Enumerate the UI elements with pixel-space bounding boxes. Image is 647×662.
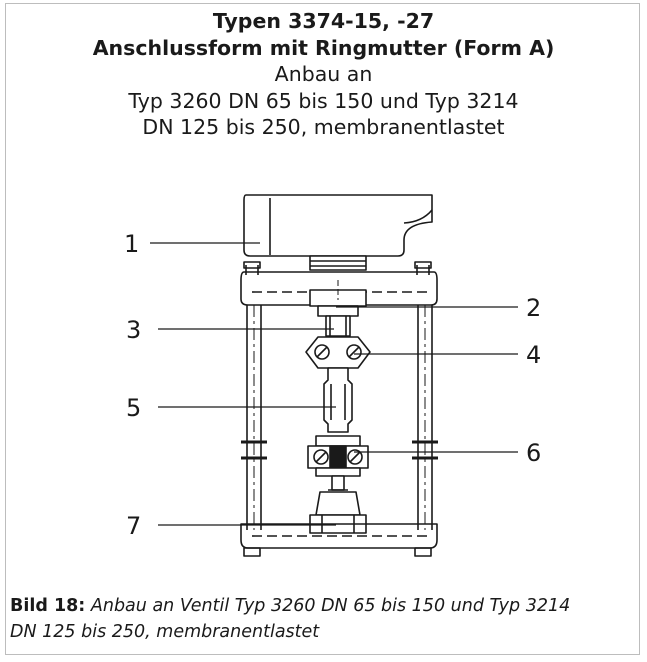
plug-stem [331, 475, 345, 491]
callout-4: 4 [526, 341, 541, 369]
title-connection-form: Anschlussform mit Ringmutter (Form A) [92, 35, 555, 60]
coupling-nut [323, 367, 353, 433]
figure-title: Typen 3374-15, -27 Anschlussform mit Rin… [0, 8, 647, 141]
stem-connector-upper [305, 336, 371, 369]
actuator-stem [325, 315, 351, 337]
caption-text-2: DN 125 bis 250, membranentlastet [10, 622, 320, 642]
stem-connector-lower [307, 435, 369, 477]
yoke-top-plate [240, 261, 438, 306]
caption-line-1: Bild 18: Anbau an Ventil Typ 3260 DN 65 … [10, 593, 635, 619]
title-valve-sizes: DN 125 bis 250, membranentlastet [142, 115, 505, 139]
figure-frame [5, 3, 640, 655]
callout-5: 5 [126, 394, 141, 422]
actuator-mounting-drawing: 1 2 3 4 5 6 7 [124, 194, 541, 557]
callout-6: 6 [526, 439, 541, 467]
title-mounting-on: Anbau an [274, 62, 373, 86]
callout-2: 2 [526, 294, 541, 322]
callout-7: 7 [126, 512, 141, 540]
actuator-neck [309, 255, 367, 271]
callout-3: 3 [126, 316, 141, 344]
title-valve-types: Typ 3260 DN 65 bis 150 und Typ 3214 [128, 88, 519, 113]
actuator-housing [243, 194, 433, 257]
valve-bonnet [315, 489, 361, 516]
yoke-bottom-plate [240, 523, 438, 557]
figure-caption: Bild 18: Anbau an Ventil Typ 3260 DN 65 … [10, 593, 635, 645]
title-type-line: Typen 3374-15, -27 [212, 9, 435, 33]
callout-1: 1 [124, 230, 139, 258]
yoke-column-right [412, 305, 438, 530]
yoke-column-left [241, 305, 267, 530]
caption-text-1: Anbau an Ventil Typ 3260 DN 65 bis 150 u… [90, 596, 571, 616]
caption-label: Bild 18: [10, 596, 86, 616]
